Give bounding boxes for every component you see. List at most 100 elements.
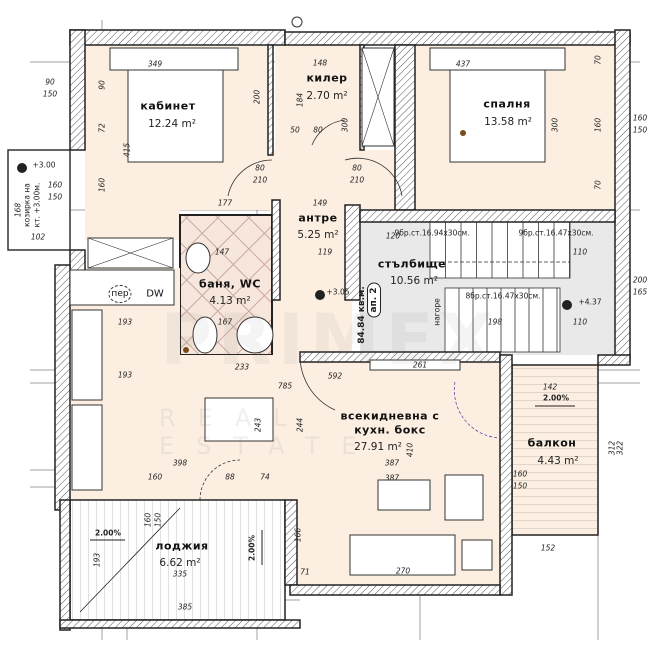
dimension-label: 152 — [540, 543, 556, 553]
dimension-label: 335 — [172, 569, 188, 579]
dimension-label: 210 — [349, 175, 365, 185]
dishwasher: DW — [146, 288, 164, 300]
room-area-stairs: 10.56 m² — [390, 275, 438, 287]
dimension-label: 165 — [632, 287, 648, 297]
stair-up-label: нагоре — [432, 298, 442, 326]
dimension-label: 166 — [293, 527, 303, 543]
dimension-label: 80 — [352, 163, 362, 173]
dimension-label: 385 — [177, 602, 193, 612]
dimension-label: 110 — [572, 247, 588, 257]
dimension-label: 322 — [615, 440, 625, 456]
washer: пер — [108, 285, 132, 303]
loggia-floor — [69, 499, 286, 621]
apartment-label: ап. 2 — [367, 282, 381, 318]
slope-label: 2.00% — [542, 393, 570, 403]
room-area-office: 12.24 m² — [148, 118, 196, 130]
dimension-label: 785 — [277, 381, 293, 391]
dimension-label: 160 — [47, 180, 63, 190]
watermark-brand: PRIMEX — [160, 299, 500, 381]
sofa — [349, 534, 456, 576]
dimension-label: 70 — [593, 55, 603, 65]
dimension-label: 150 — [632, 125, 648, 135]
level-mark: +3.00 — [32, 160, 56, 170]
dimension-label: 349 — [147, 59, 163, 69]
dimension-label: 244 — [295, 417, 305, 433]
dimension-label: 592 — [327, 371, 343, 381]
dimension-label: 193 — [117, 317, 133, 327]
living-floor — [70, 355, 500, 500]
dimension-label: 160 — [147, 472, 163, 482]
dimension-label: 150 — [42, 89, 58, 99]
dimension-label: 88 — [225, 472, 235, 482]
dimension-label: 110 — [572, 317, 588, 327]
hall-floor — [272, 200, 352, 355]
room-name-balcony: балкон — [527, 436, 577, 450]
stair-flight-2: 9бр.ст.16.47x30см. — [518, 228, 594, 238]
dimension-label: 120 — [385, 231, 401, 241]
dimension-label: 71 — [300, 567, 310, 577]
dimension-label: 210 — [252, 175, 268, 185]
dimension-label: 167 — [217, 317, 233, 327]
room-name-living-2: кухн. бокс — [354, 423, 426, 437]
room-name-loggia: лоджия — [155, 539, 209, 553]
room-name-stairs: стълбище — [377, 257, 447, 271]
stair-flight-3: 8бр.ст.16.47x30см. — [465, 291, 541, 301]
room-name-office: кабинет — [140, 99, 196, 113]
dimension-label: 72 — [97, 123, 107, 133]
dimension-label: 410 — [405, 442, 415, 458]
dimension-label: 198 — [487, 317, 503, 327]
dimension-label: 398 — [172, 458, 188, 468]
dimension-label: 142 — [542, 382, 558, 392]
dimension-label: 200 — [632, 275, 648, 285]
room-area-loggia: 6.62 m² — [159, 557, 201, 569]
fireplace — [461, 539, 493, 571]
dimension-label: 148 — [312, 58, 328, 68]
dimension-label: 80 — [313, 125, 323, 135]
dimension-label: 147 — [214, 247, 230, 257]
slope-label: 2.00% — [94, 528, 122, 538]
room-area-bedroom: 13.58 m² — [484, 116, 532, 128]
dimension-label: 150 — [47, 192, 63, 202]
walls — [54, 29, 631, 631]
watermark-sub: REAL ESTATE — [159, 404, 379, 460]
dimension-label: 200 — [252, 89, 262, 105]
level-mark: +4.37 — [578, 297, 602, 307]
dimension-label: 184 — [295, 92, 305, 108]
dimension-label: 90 — [97, 80, 107, 90]
dimension-label: 177 — [217, 198, 233, 208]
balcony-floor — [511, 364, 599, 536]
stair-flight-1: 9бр.ст.16.94x30см. — [394, 228, 470, 238]
dimension-label: 261 — [412, 360, 428, 370]
room-area-balcony: 4.43 m² — [537, 455, 579, 467]
slope-label: 2.00% — [247, 534, 257, 562]
dimension-label: 270 — [395, 566, 411, 576]
dimension-label: 243 — [253, 417, 263, 433]
room-area-bath: 4.13 m² — [209, 295, 251, 307]
dimension-label: 90 — [45, 77, 55, 87]
dimension-label: 387 — [384, 458, 400, 468]
door-swings — [199, 119, 501, 501]
dimension-label: 415 — [122, 142, 132, 158]
room-name-bath: баня, WC — [199, 277, 261, 291]
dimension-label: 50 — [290, 125, 300, 135]
tv-unit — [377, 479, 431, 511]
storage-floor — [275, 45, 360, 150]
apartment-area: 84.84 кв.м. — [357, 286, 367, 344]
dimension-label: 387 — [384, 473, 400, 483]
room-name-bedroom: спалня — [483, 97, 531, 111]
slope-arrows — [90, 405, 575, 565]
furniture — [69, 47, 566, 576]
dimension-label: 168 — [13, 202, 23, 218]
dimension-label: 119 — [317, 247, 333, 257]
dining-table — [204, 397, 274, 442]
canopy-label-1: козирка на — [22, 183, 32, 227]
dimension-label: 233 — [234, 362, 250, 372]
room-name-living-1: всекидневна с — [340, 409, 440, 423]
dimension-label: 74 — [260, 472, 270, 482]
room-name-hall: антре — [298, 211, 338, 225]
dimension-label: 150 — [153, 512, 163, 528]
dimension-label: 160 — [512, 469, 528, 479]
room-area-storage: 2.70 m² — [306, 90, 348, 102]
canopy-label-2: кт. +3.00м. — [32, 182, 42, 228]
